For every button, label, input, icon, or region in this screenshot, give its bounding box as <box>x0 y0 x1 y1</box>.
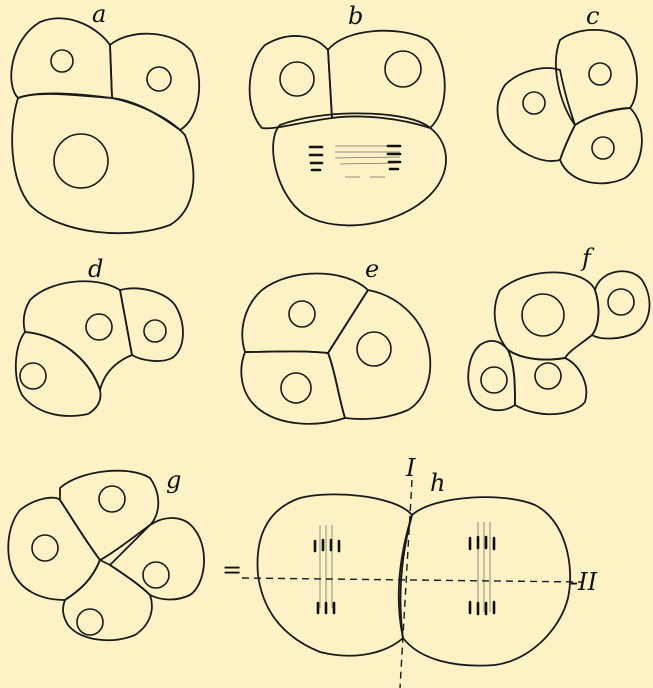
nucleus-b-1 <box>280 62 314 96</box>
panel-label-c: c <box>586 2 599 30</box>
chromosomes-h-left <box>315 540 339 613</box>
nucleus-g-2 <box>32 535 58 561</box>
nucleus-d-2 <box>144 320 166 342</box>
panel-b: b <box>250 2 446 225</box>
axis-horizontal-ii <box>242 578 582 582</box>
spindle-h-right <box>478 522 490 612</box>
axis-label-i: I <box>405 454 416 482</box>
nucleus-d-1 <box>86 314 112 340</box>
cell-d-left <box>16 332 101 416</box>
panel-g: g <box>8 466 204 640</box>
cell-g-bottom <box>63 560 152 640</box>
panel-label-f: f <box>580 244 595 272</box>
nucleus-f-2 <box>608 289 634 315</box>
panel-label-e: e <box>365 255 379 283</box>
nucleus-e-3 <box>281 373 311 403</box>
cell-a-bottom <box>12 93 193 233</box>
cell-b-bottom <box>273 113 446 225</box>
panel-d: d <box>16 255 183 416</box>
nucleus-a-2 <box>147 67 171 91</box>
nucleus-f-4 <box>535 363 561 389</box>
nucleus-g-3 <box>143 562 169 588</box>
nucleus-c-2 <box>523 92 545 114</box>
panel-label-d: d <box>88 255 103 283</box>
cell-g-top <box>60 471 158 560</box>
cell-e-right <box>328 290 430 419</box>
nucleus-c-1 <box>589 63 611 85</box>
panel-h: h <box>242 454 598 688</box>
equals-sign: = <box>222 556 242 584</box>
nucleus-e-1 <box>289 301 315 327</box>
nucleus-d-3 <box>20 363 46 389</box>
cell-d-right <box>120 288 183 361</box>
cell-f-bottom-right <box>508 350 586 414</box>
axis-label-ii: -II <box>570 568 598 596</box>
nucleus-f-1 <box>522 294 564 336</box>
panel-label-g: g <box>166 466 181 494</box>
cell-h-left <box>257 494 412 655</box>
cell-f-center <box>495 272 599 359</box>
panel-label-h: h <box>430 469 445 497</box>
panel-label-a: a <box>92 0 106 28</box>
cell-g-left <box>8 498 100 600</box>
nucleus-g-1 <box>99 486 125 512</box>
nucleus-a-1 <box>51 50 73 72</box>
panel-c: c <box>498 2 642 183</box>
spindle-h-left <box>320 525 332 608</box>
cell-c-top <box>556 30 637 125</box>
nucleus-a-3 <box>54 134 108 188</box>
nucleus-f-3 <box>481 367 507 393</box>
cell-b-left <box>250 36 332 128</box>
cell-a-top-right <box>110 34 199 130</box>
nucleus-g-4 <box>77 609 103 635</box>
nucleus-b-2 <box>385 51 421 87</box>
cell-a-top-left <box>11 18 112 98</box>
panel-a: a <box>11 0 199 233</box>
nucleus-c-3 <box>592 137 614 159</box>
cell-e-left <box>241 351 345 423</box>
cell-f-top-right <box>592 271 649 338</box>
panel-label-b: b <box>348 2 363 30</box>
panel-e: e <box>241 255 430 424</box>
nucleus-e-2 <box>357 332 391 366</box>
panel-f: f <box>468 244 649 414</box>
cell-d-top <box>24 281 132 390</box>
cell-e-top <box>242 274 368 354</box>
